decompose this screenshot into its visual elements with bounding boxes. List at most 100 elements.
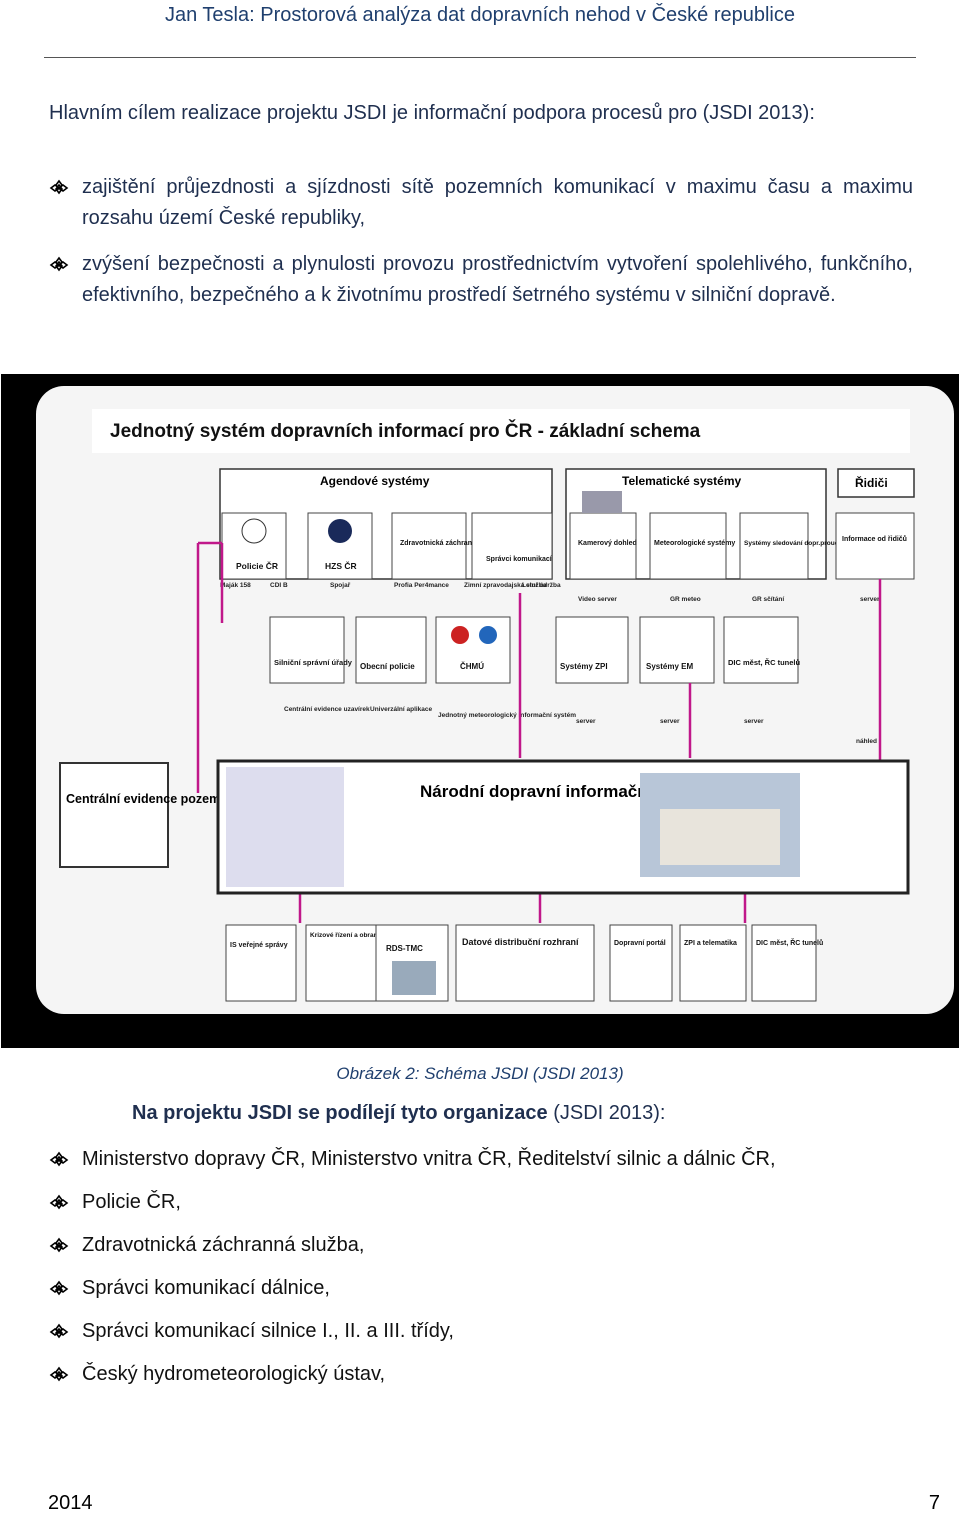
central-evidence-box xyxy=(59,762,169,868)
list-item: Ministerstvo dopravy ČR, Ministerstvo vn… xyxy=(49,1144,913,1187)
diamond-bullet-icon xyxy=(49,179,69,195)
box-meteo xyxy=(649,512,727,580)
diamond-bullet-icon xyxy=(49,1237,69,1253)
box-dic xyxy=(723,616,799,684)
row1-label: Správci komunikací xyxy=(486,556,553,563)
row1-label: Zdravotnická záchranná služba xyxy=(400,540,504,547)
running-header: Jan Tesla: Prostorová analýza dat doprav… xyxy=(164,4,795,26)
row2-label: DIC měst, ŘC tunelů xyxy=(728,658,801,667)
sub-label: server xyxy=(576,718,596,725)
organizations-heading-rest: (JSDI 2013): xyxy=(547,1102,666,1124)
page-number: 7 xyxy=(928,1492,940,1514)
row1-label: Informace od řidičů xyxy=(842,535,907,543)
row1-label: HZS ČR xyxy=(325,560,357,571)
sub-label: Zimní zpravodajská služba xyxy=(464,582,547,589)
diamond-bullet-icon xyxy=(49,1323,69,1339)
box-kamerovy xyxy=(569,512,637,580)
camera-icon xyxy=(582,491,622,513)
sub-label: server xyxy=(744,718,764,725)
row1-boxes: Policie ČR HZS ČR Zdravotnická záchranná… xyxy=(221,491,915,580)
figure-title-box xyxy=(92,409,910,453)
sub-label: Profia Per4mance xyxy=(394,582,449,589)
list-item: zajištění průjezdnosti a sjízdnosti sítě… xyxy=(49,172,913,234)
row1-label: Kamerový dohled xyxy=(578,540,637,547)
row3-label: ZPI a telematika xyxy=(684,940,737,947)
box-sledovani xyxy=(739,512,809,580)
organization-text: Český hydrometeorologický ústav, xyxy=(82,1363,386,1385)
row2-label: Systémy ZPI xyxy=(560,662,608,671)
row3-label: Datové distribuční rozhraní xyxy=(462,937,579,947)
diamond-bullet-icon xyxy=(49,256,69,272)
sub-label: náhled xyxy=(856,738,877,745)
sub-label: GR sčítání xyxy=(752,596,784,603)
row3-label: Krizové řízení a obranné plánování xyxy=(310,932,417,939)
box-em xyxy=(639,616,715,684)
sub-label: GR meteo xyxy=(670,596,701,603)
sub-label: Video server xyxy=(578,596,617,603)
goals-list: zajištění průjezdnosti a sjízdnosti sítě… xyxy=(49,172,913,326)
sub-label: Spojař xyxy=(330,582,351,589)
box-zpi-telematika xyxy=(679,924,747,1002)
gps-device-icon xyxy=(392,961,436,995)
diamond-bullet-icon xyxy=(49,1194,69,1210)
box-zpi xyxy=(555,616,629,684)
row3-label: IS veřejné správy xyxy=(230,942,288,949)
box-krizove xyxy=(305,924,381,1002)
ridici-label: Řidiči xyxy=(855,475,888,490)
list-item: Správci komunikací dálnice, xyxy=(49,1273,913,1316)
building-photo-facade xyxy=(660,809,780,865)
sub-label: server xyxy=(660,718,680,725)
floorplan-image xyxy=(226,767,344,887)
sub-label: Jednotný meteorologický informační systé… xyxy=(438,712,576,719)
police-badge-icon xyxy=(241,518,267,544)
box-zachranna xyxy=(391,512,467,580)
diamond-bullet-icon xyxy=(49,1280,69,1296)
sub-label: server xyxy=(860,596,880,603)
agendove-label: Agendové systémy xyxy=(320,474,430,488)
organization-text: Správci komunikací silnice I., II. a III… xyxy=(82,1320,454,1342)
row2-label: ČHMÚ xyxy=(460,662,484,671)
organizations-heading-bold: Na projektu JSDI se podílejí tyto organi… xyxy=(132,1102,548,1124)
box-chmu xyxy=(435,616,511,684)
organization-text: Ministerstvo dopravy ČR, Ministerstvo vn… xyxy=(82,1148,776,1170)
jsdi-schema-figure: Jednotný systém dopravních informací pro… xyxy=(1,374,959,1048)
row2-label: Obecní policie xyxy=(360,662,415,671)
row1-label: Meteorologické systémy xyxy=(654,540,735,547)
row2-label: Silniční správní úřady xyxy=(274,658,353,667)
intro-paragraph: Hlavním cílem realizace projektu JSDI je… xyxy=(49,102,815,124)
list-item: zvýšení bezpečnosti a plynulosti provozu… xyxy=(49,249,913,311)
box-dic-mest xyxy=(751,924,817,1002)
box-informace xyxy=(835,512,915,580)
box-is-verejne xyxy=(225,924,297,1002)
organization-text: Správci komunikací dálnice, xyxy=(82,1277,330,1299)
diamond-bullet-icon xyxy=(49,1151,69,1167)
row3-label: RDS-TMC xyxy=(386,944,423,953)
sub-label: Centrální evidence uzavírek xyxy=(284,706,370,713)
connector-lines xyxy=(196,541,882,923)
organizations-heading: Na projektu JSDI se podílejí tyto organi… xyxy=(132,1102,665,1125)
box-spravci xyxy=(471,512,553,580)
box-silnicni-urady xyxy=(269,616,345,684)
chmu-logo-icon xyxy=(451,626,469,644)
figure-caption: Obrázek 2: Schéma JSDI (JSDI 2013) xyxy=(336,1064,624,1083)
box-datove-rozhrani xyxy=(455,924,595,1002)
telematicke-label: Telematické systémy xyxy=(622,474,742,488)
sub-label: Maják 158 xyxy=(220,582,251,589)
goal-text: zajištění průjezdnosti a sjízdnosti sítě… xyxy=(82,176,913,229)
chmu-logo-icon xyxy=(479,626,497,644)
organizations-list: Ministerstvo dopravy ČR, Ministerstvo vn… xyxy=(49,1144,913,1402)
box-dopravni-portal xyxy=(609,924,673,1002)
sub-label: Letní údržba xyxy=(522,582,561,589)
row3-label: DIC měst, ŘC tunelů xyxy=(756,938,823,947)
header-divider xyxy=(44,57,916,58)
box-obecni-policie xyxy=(355,616,427,684)
fire-badge-icon xyxy=(328,519,352,543)
row3-label: Dopravní portál xyxy=(614,940,666,947)
list-item: Policie ČR, xyxy=(49,1187,913,1230)
ridici-box xyxy=(837,468,915,498)
diamond-bullet-icon xyxy=(49,1366,69,1382)
organization-text: Policie ČR, xyxy=(82,1191,181,1213)
list-item: Zdravotnická záchranná služba, xyxy=(49,1230,913,1273)
figure-title: Jednotný systém dopravních informací pro… xyxy=(110,420,701,442)
sub-label: CDI B xyxy=(270,582,288,589)
